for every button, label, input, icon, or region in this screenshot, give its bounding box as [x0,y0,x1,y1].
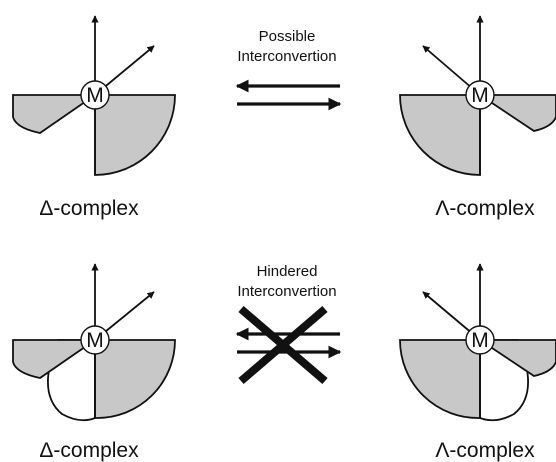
small-wedge [12,94,98,134]
small-wedge [12,339,98,379]
metal-label: M [86,84,104,107]
bottom-right-caption: Λ-complex [435,439,535,462]
hindered-interconversion: Hindered Interconvertion [235,263,342,385]
large-quarter-sector [399,339,481,419]
possible-label-line1: Possible [259,28,316,45]
hindered-label-line1: Hindered [257,263,318,280]
possible-label-line2: Interconvertion [237,48,336,65]
bottom-left-caption: Δ-complex [39,439,139,462]
metal-center [465,325,495,355]
large-quarter-sector [94,94,176,176]
cross-stroke-2 [238,305,328,385]
top-left-caption: Δ-complex [39,197,139,220]
hindered-label-line2: Interconvertion [237,283,336,300]
delta-complex-top: M [12,15,176,176]
top-right-caption: Λ-complex [435,197,535,220]
lambda-complex-top: M [399,15,556,176]
metal-label: M [86,329,104,352]
metal-label: M [471,329,489,352]
possible-interconversion: Possible Interconvertion [235,28,342,111]
large-quarter-sector [399,94,481,176]
metal-label: M [471,84,489,107]
metal-center [80,325,110,355]
metal-center [465,80,495,110]
metal-center [80,80,110,110]
lambda-complex-bottom: M [399,263,556,422]
delta-complex-bottom: M [12,263,176,422]
large-quarter-sector [94,339,176,419]
